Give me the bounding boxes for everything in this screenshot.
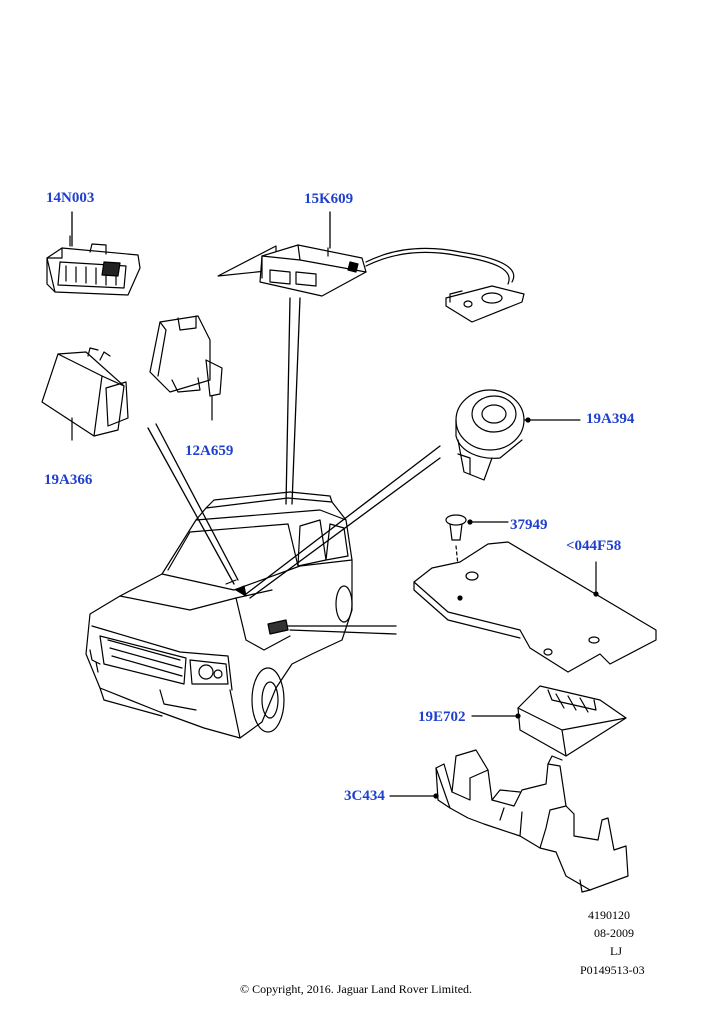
leader-lines [72,212,440,634]
reference-illustration-id: P0149513-03 [580,963,645,977]
part-label-19e702[interactable]: 19E702 [418,709,466,725]
part-label-19a394[interactable]: 19A394 [586,411,635,427]
connector-14n003-illustration [47,236,140,295]
tray-3c434-illustration [390,750,628,892]
copyright-notice: © Copyright, 2016. Jaguar Land Rover Lim… [239,982,473,996]
part-label-14n003[interactable]: 14N003 [46,190,95,206]
module-12a659-illustration [150,316,222,420]
unit-19e702-illustration [472,686,626,756]
mat-044f58-illustration [414,542,656,672]
part-label-37949[interactable]: 37949 [510,517,548,533]
part-label-3c434[interactable]: 3C434 [344,788,385,804]
reference-number: 4190120 [588,908,630,922]
reference-code: LJ [610,944,622,958]
clip-37949-illustration [446,515,508,566]
module-15k609-illustration [218,245,524,322]
part-label-044f58[interactable]: <044F58 [566,538,622,554]
part-label-19a366[interactable]: 19A366 [44,472,93,488]
vehicle-illustration [86,492,352,738]
reference-date: 08-2009 [594,926,634,940]
part-label-12a659[interactable]: 12A659 [185,443,234,459]
module-19a366-illustration [42,348,128,440]
part-label-15k609[interactable]: 15K609 [304,191,354,207]
chime-19a394-illustration [456,390,580,480]
